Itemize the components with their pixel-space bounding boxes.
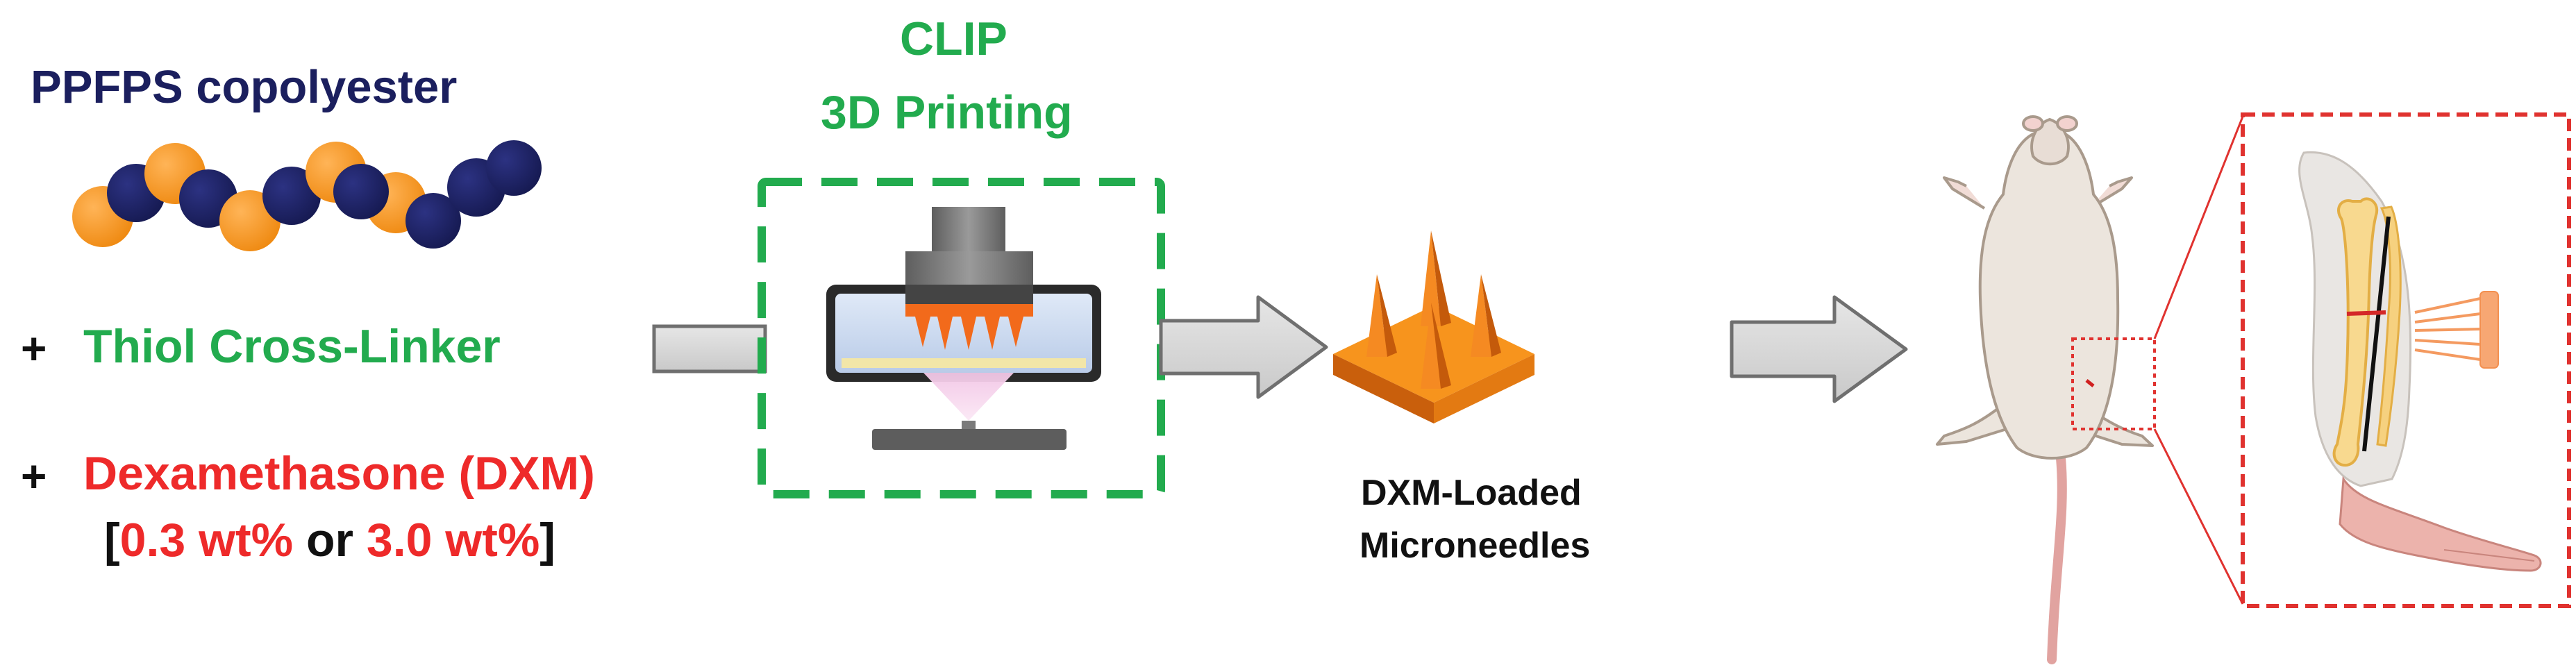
polymer-chain-icon	[72, 140, 542, 251]
polymer-bead	[405, 193, 461, 249]
zoom-frame	[2241, 112, 2571, 608]
plus-sign-1: +	[21, 324, 47, 373]
product-label-line1: DXM-Loaded	[1361, 473, 1582, 513]
dose-high: 3.0 wt%	[366, 514, 540, 566]
product-label-line2: Microneedles	[1360, 526, 1591, 566]
clip-label: CLIP	[900, 12, 1007, 65]
bracket-open: [	[104, 514, 120, 566]
zoom-connector-top	[2153, 116, 2244, 339]
polymer-bead	[333, 164, 389, 219]
zoom-connector-bottom	[2153, 428, 2244, 605]
arrow-1	[652, 324, 767, 373]
microneedle-patch-icon	[1333, 230, 1534, 423]
plus-sign-2: +	[21, 451, 47, 501]
3d-printing-label: 3D Printing	[821, 86, 1073, 139]
bracket-close: ]	[540, 514, 555, 566]
arrow-2	[1159, 295, 1328, 399]
dose-or: or	[293, 514, 367, 566]
clip-printer-icon	[826, 207, 1101, 450]
rat-icon	[1936, 115, 2154, 664]
rat-leg-highlight	[2071, 337, 2156, 430]
dose-low: 0.3 wt%	[119, 514, 294, 566]
crosslinker-label: Thiol Cross-Linker	[83, 320, 501, 373]
polymer-bead	[486, 140, 542, 196]
dose-line: [0.3 wt% or 3.0 wt%]	[104, 516, 555, 564]
arrow-3	[1730, 295, 1908, 403]
leg-bone-microneedle-icon	[2298, 151, 2542, 572]
drug-label: Dexamethasone (DXM)	[83, 447, 595, 500]
polymer-title: PPFPS copolyester	[31, 61, 458, 113]
polymer-bead	[262, 167, 321, 225]
clip-dashed-frame	[758, 178, 1165, 498]
